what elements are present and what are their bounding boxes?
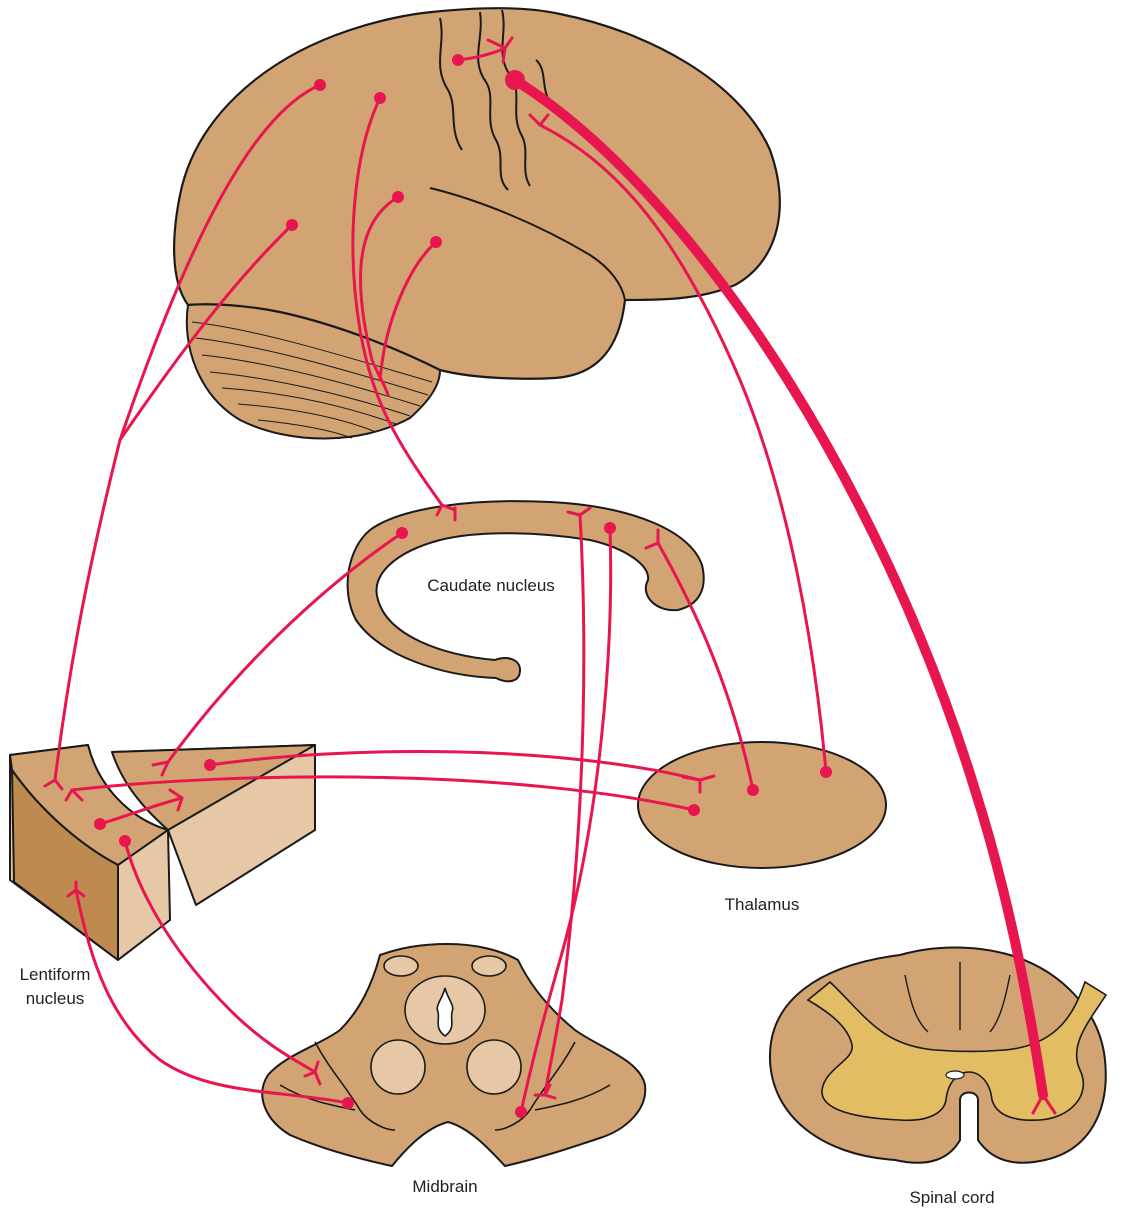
midbrain-label: Midbrain [412,1177,477,1196]
caudate-nucleus-label: Caudate nucleus [427,576,555,595]
lentiform-label-line2: nucleus [26,989,85,1008]
spinal-cord-label: Spinal cord [909,1188,994,1207]
thalamus-label: Thalamus [725,895,800,914]
spinal-cord [770,948,1106,1163]
lentiform-label-line1: Lentiform [20,965,91,984]
midbrain [262,944,645,1166]
